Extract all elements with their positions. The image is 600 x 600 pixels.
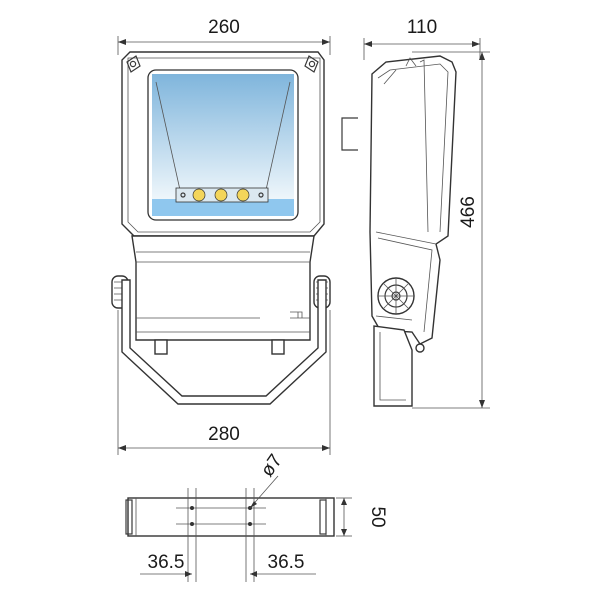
dim-label-110: 110 — [407, 17, 437, 38]
dim-label-hole-diameter: ø7 — [257, 451, 287, 481]
screw-icon — [304, 55, 319, 73]
bracket-bottom-view: ø7 50 36.5 36.5 — [125, 451, 388, 582]
bracket-plate — [127, 497, 335, 537]
lens-bottom-strip — [152, 199, 294, 216]
dim-label-50: 50 — [367, 506, 388, 527]
dim-label-260: 260 — [208, 17, 240, 38]
dimension-hole-offset-right: 36.5 — [250, 552, 316, 577]
led-chip — [214, 188, 228, 202]
led-chip — [236, 188, 250, 202]
head-side-profile — [369, 55, 457, 345]
mounting-hole — [190, 522, 194, 526]
pivot-knob-icon — [377, 277, 415, 315]
mounting-bracket — [121, 279, 327, 405]
dimension-height: 466 — [412, 51, 490, 409]
dim-label-36-5-right: 36.5 — [268, 552, 305, 573]
dimension-side-depth: 110 — [363, 17, 481, 60]
wall-plate — [341, 117, 358, 151]
front-view: 260 — [111, 17, 331, 455]
dim-label-280: 280 — [208, 424, 240, 445]
dimension-hole-offset-left: 36.5 — [140, 552, 192, 577]
mounting-hole — [248, 522, 252, 526]
dimension-front-width-top: 260 — [117, 17, 331, 55]
dimension-bracket-height: 50 — [336, 497, 388, 537]
lug-right — [271, 339, 285, 355]
mounting-hole — [190, 506, 194, 510]
screw-icon — [126, 55, 141, 73]
side-view: 110 466 — [341, 17, 490, 409]
screw-icon — [415, 343, 425, 353]
side-bracket — [373, 325, 413, 407]
dim-label-36-5-left: 36.5 — [148, 552, 185, 573]
dim-label-466: 466 — [458, 196, 479, 228]
dimension-front-width-bottom: 280 — [117, 310, 331, 455]
led-chip — [192, 188, 206, 202]
lug-left — [154, 339, 168, 355]
